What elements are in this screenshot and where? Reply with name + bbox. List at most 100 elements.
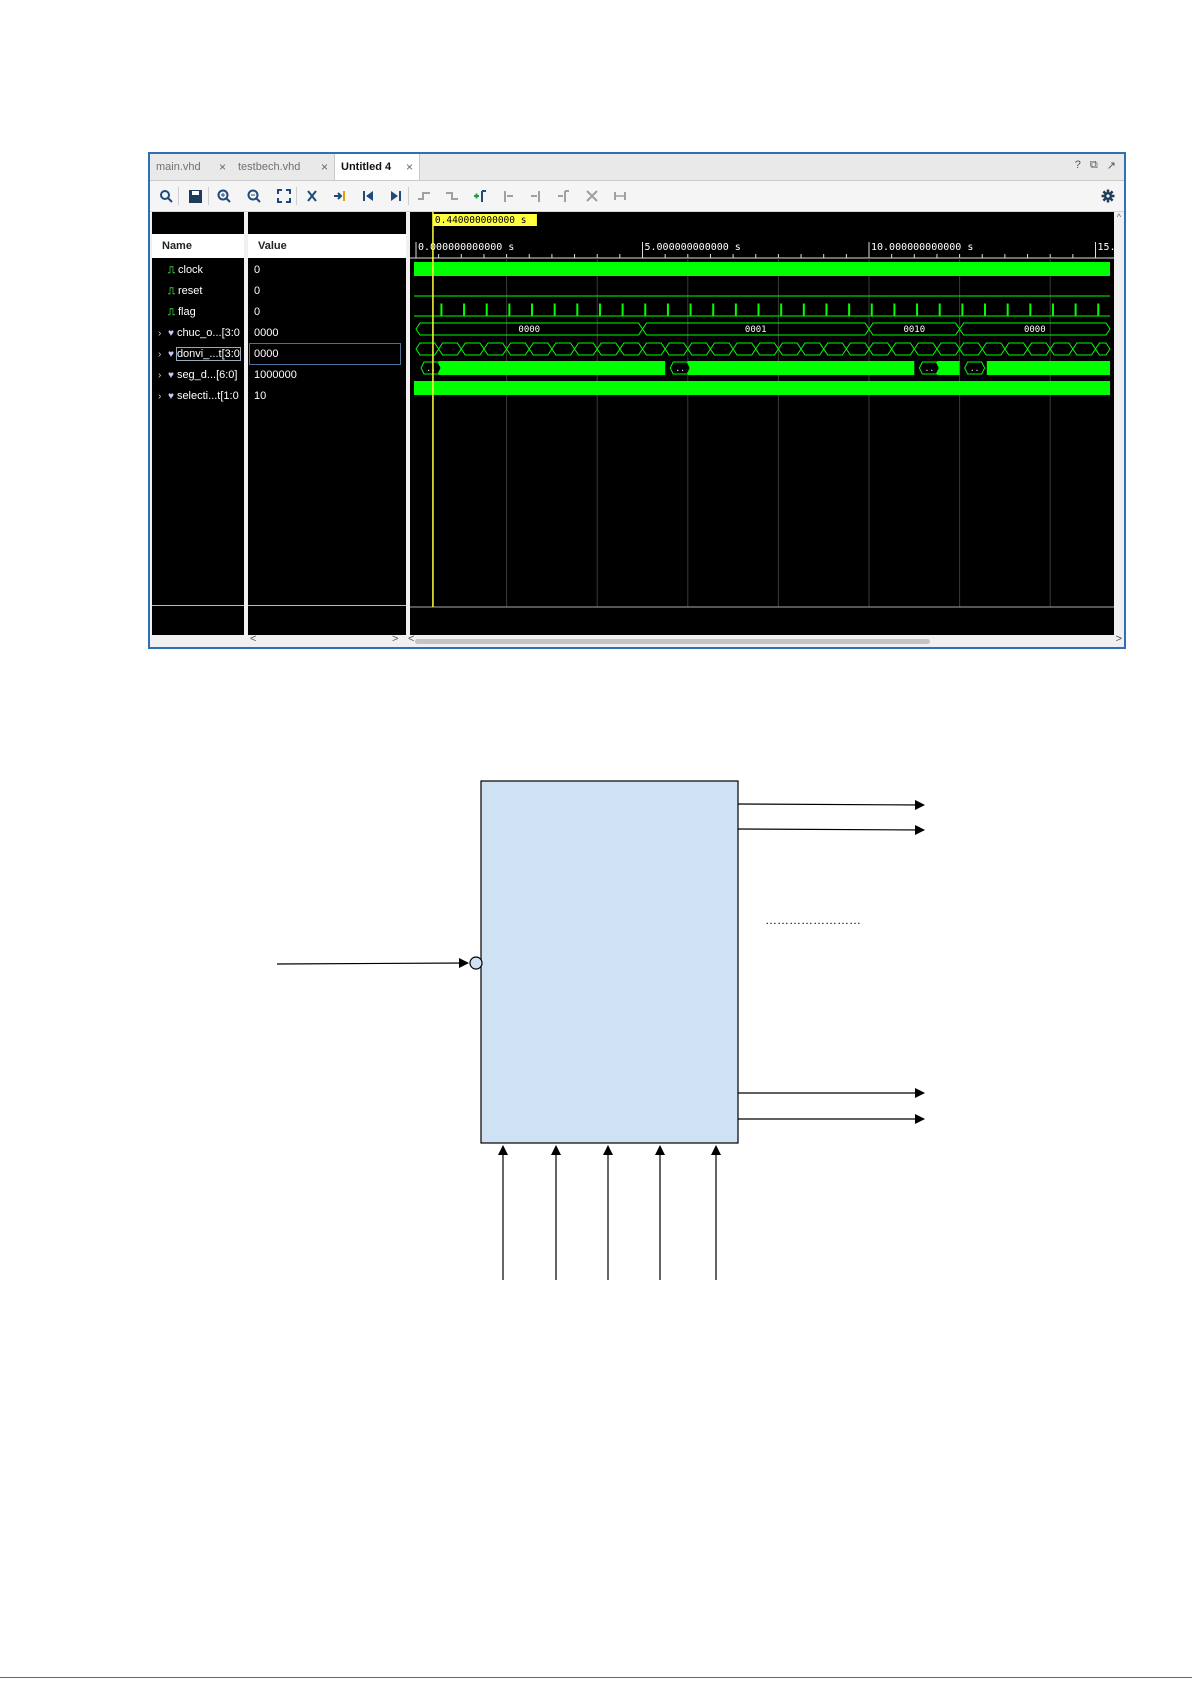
previous-marker-icon[interactable] bbox=[498, 186, 518, 206]
tab-untitled-4[interactable]: Untitled 4 × bbox=[334, 154, 420, 180]
chevron-right-icon[interactable]: › bbox=[158, 348, 162, 360]
wave-chuc-label: 0010 bbox=[903, 325, 925, 335]
signal-name-reset[interactable]: ⎍reset bbox=[168, 285, 203, 297]
swap-cursor-icon[interactable] bbox=[302, 186, 322, 206]
wave-chuc-label: 0000 bbox=[1024, 325, 1046, 335]
cursor-time-label: 0.440000000000 s bbox=[435, 215, 527, 226]
output-arrow bbox=[737, 824, 925, 835]
search-icon[interactable] bbox=[156, 186, 176, 206]
wave-seg-short-label: .. bbox=[970, 364, 980, 373]
close-icon[interactable]: × bbox=[405, 160, 413, 174]
signal-value-pane: Value 0 0 0 0000 0000 1000000 10 bbox=[248, 212, 406, 647]
vertical-scrollbar[interactable]: ^ v bbox=[1114, 212, 1124, 645]
entity-block bbox=[480, 780, 739, 1144]
wave-donvi-segment bbox=[415, 342, 440, 356]
save-icon[interactable] bbox=[185, 186, 205, 206]
wave-donvi-segment bbox=[958, 342, 983, 356]
wave-donvi-segment bbox=[551, 342, 576, 356]
delete-marker-icon[interactable] bbox=[582, 186, 602, 206]
wave-clock bbox=[414, 262, 1110, 276]
wave-donvi-segment bbox=[981, 342, 1006, 356]
add-marker-icon[interactable] bbox=[470, 186, 490, 206]
name-column-header[interactable]: Name bbox=[152, 234, 244, 258]
scroll-left-icon[interactable]: < bbox=[250, 633, 257, 645]
bus-signal-icon: ♥ bbox=[168, 369, 174, 381]
signal-value: 0 bbox=[254, 264, 261, 276]
wave-donvi-segment bbox=[936, 342, 961, 356]
scroll-right-icon[interactable]: > bbox=[392, 633, 399, 645]
previous-transition-icon[interactable] bbox=[414, 186, 434, 206]
ellipsis-text: …………………… bbox=[765, 913, 861, 927]
wave-donvi-segment bbox=[641, 342, 666, 356]
wave-chuc-segment bbox=[958, 322, 1111, 336]
restore-icon[interactable]: ⧉ bbox=[1089, 159, 1098, 171]
bus-signal-icon: ♥ bbox=[168, 390, 174, 402]
tab-label: Untitled 4 bbox=[341, 161, 392, 173]
zoom-fit-icon[interactable] bbox=[274, 186, 294, 206]
scroll-up-icon[interactable]: ^ bbox=[1116, 212, 1122, 222]
settings-icon[interactable] bbox=[1098, 186, 1118, 206]
tab-label: testbech.vhd bbox=[238, 161, 301, 173]
signal-name-chuc[interactable]: ›♥chuc_o...[3:0 bbox=[158, 327, 240, 339]
wave-donvi-segment bbox=[868, 342, 893, 356]
bit-signal-icon: ⎍ bbox=[168, 285, 175, 297]
signal-name-donvi[interactable]: ›♥donvi_...t[3:0 bbox=[158, 347, 241, 361]
signal-name-flag[interactable]: ⎍flag bbox=[168, 306, 196, 318]
wave-donvi-segment bbox=[1072, 342, 1097, 356]
value-column-header[interactable]: Value bbox=[248, 234, 406, 258]
signal-name-clock[interactable]: ⎍clock bbox=[168, 264, 204, 276]
wave-donvi-segment bbox=[1004, 342, 1029, 356]
scrollbar-thumb[interactable] bbox=[415, 639, 930, 644]
next-marker-icon[interactable] bbox=[526, 186, 546, 206]
wave-seg-short bbox=[669, 361, 691, 375]
bit-signal-icon: ⎍ bbox=[168, 264, 175, 276]
wave-donvi-segment bbox=[460, 342, 485, 356]
wave-donvi-segment bbox=[573, 342, 598, 356]
go-to-start-icon[interactable] bbox=[358, 186, 378, 206]
wave-seg-short bbox=[964, 361, 986, 375]
signal-name-seg[interactable]: ›♥seg_d...[6:0] bbox=[158, 369, 238, 381]
wave-donvi-segment bbox=[1026, 342, 1051, 356]
wave-donvi-segment bbox=[732, 342, 757, 356]
close-icon[interactable]: × bbox=[320, 160, 328, 174]
chevron-right-icon[interactable]: › bbox=[158, 369, 162, 381]
signal-value: 1000000 bbox=[254, 369, 297, 381]
signal-value-selected: 0000 bbox=[249, 343, 401, 365]
chevron-right-icon[interactable]: › bbox=[158, 327, 162, 339]
wave-seg-short-label: .. bbox=[925, 364, 935, 373]
tab-main-vhd[interactable]: main.vhd × bbox=[150, 154, 232, 180]
go-to-end-icon[interactable] bbox=[386, 186, 406, 206]
chevron-right-icon[interactable]: › bbox=[158, 390, 162, 402]
wave-donvi-segment bbox=[1049, 342, 1074, 356]
signal-value: 10 bbox=[254, 390, 267, 402]
wave-seg-short bbox=[420, 361, 442, 375]
wave-donvi-segment bbox=[528, 342, 553, 356]
bit-signal-icon: ⎍ bbox=[168, 306, 175, 318]
zoom-out-icon[interactable] bbox=[244, 186, 264, 206]
horizontal-scrollbar[interactable]: < > < > bbox=[150, 633, 1124, 647]
ruler-tick-label: 10.000000000000 s bbox=[871, 242, 973, 253]
scroll-left-icon[interactable]: < bbox=[408, 633, 415, 645]
scroll-right-icon[interactable]: > bbox=[1115, 633, 1122, 645]
tab-testbech-vhd[interactable]: testbech.vhd × bbox=[232, 154, 334, 180]
swap-markers-icon[interactable] bbox=[554, 186, 574, 206]
wave-donvi-segment bbox=[800, 342, 825, 356]
ruler-tick-label: 5.000000000000 s bbox=[645, 242, 741, 253]
close-icon[interactable]: × bbox=[218, 160, 226, 174]
wave-donvi-segment bbox=[505, 342, 530, 356]
window-tools: ? ⧉ ↗ bbox=[1075, 159, 1116, 172]
wave-donvi-segment bbox=[845, 342, 870, 356]
zoom-in-icon[interactable] bbox=[214, 186, 234, 206]
cursor-label-box bbox=[432, 214, 537, 226]
next-transition-icon[interactable] bbox=[442, 186, 462, 206]
help-icon[interactable]: ? bbox=[1074, 159, 1081, 171]
signal-name-selection[interactable]: ›♥selecti...t[1:0 bbox=[158, 390, 239, 402]
output-arrow bbox=[737, 799, 925, 810]
go-to-cursor-icon[interactable] bbox=[330, 186, 350, 206]
measure-icon[interactable] bbox=[610, 186, 630, 206]
maximize-icon[interactable]: ↗ bbox=[1106, 160, 1116, 172]
wave-chuc-label: 0000 bbox=[518, 325, 540, 335]
simulation-window: main.vhd × testbech.vhd × Untitled 4 × ?… bbox=[148, 152, 1126, 649]
